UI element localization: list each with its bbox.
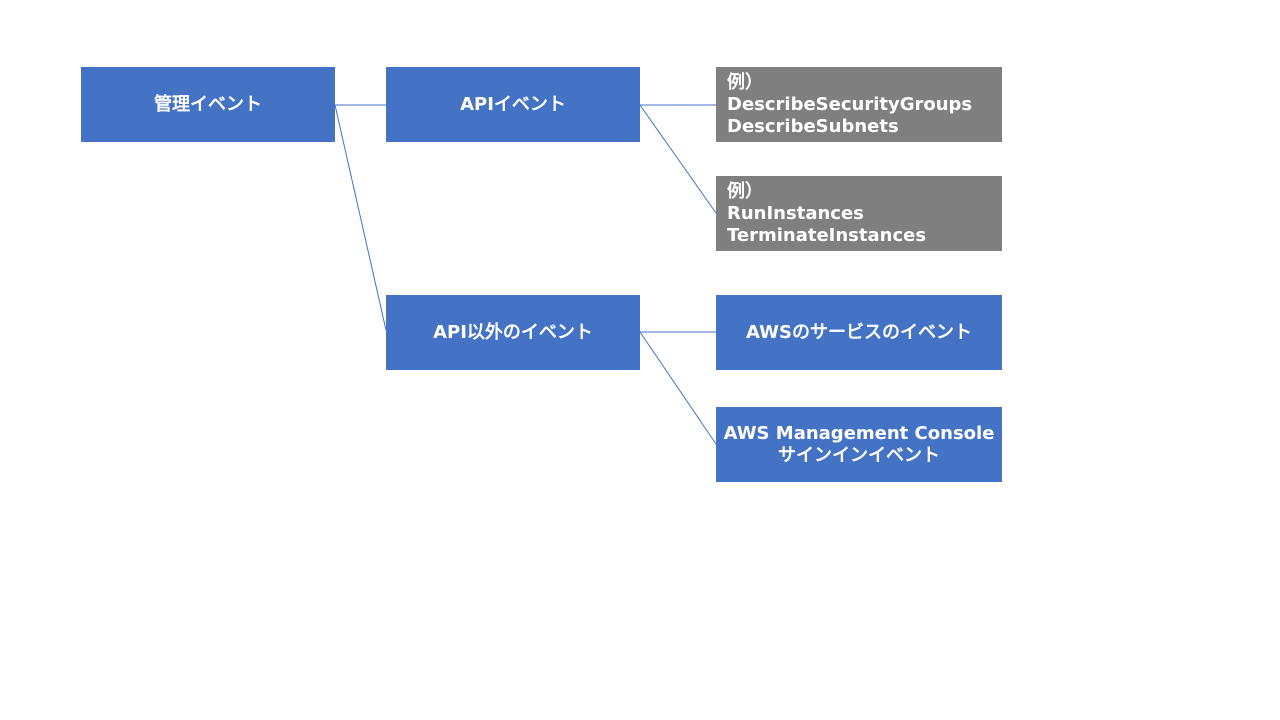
connector-root-to-nonapi: [334, 104, 387, 331]
management-events-box: 管理イベント: [81, 67, 335, 142]
management-events-label: 管理イベント: [154, 93, 262, 115]
example-read-line-2: DescribeSubnets: [727, 115, 899, 137]
console-signin-line-1: AWS Management Console: [723, 422, 995, 444]
api-events-box: APIイベント: [386, 67, 640, 142]
example-read-events-box: 例） DescribeSecurityGroups DescribeSubnet…: [716, 67, 1002, 142]
aws-service-events-label: AWSのサービスのイベント: [746, 321, 972, 343]
console-signin-events-box: AWS Management Console サインインイベント: [716, 407, 1002, 482]
aws-service-events-box: AWSのサービスのイベント: [716, 295, 1002, 370]
api-events-label: APIイベント: [460, 93, 566, 115]
example-write-events-box: 例） RunInstances TerminateInstances: [716, 176, 1002, 251]
console-signin-line-2: サインインイベント: [778, 444, 940, 466]
example-write-line-1: RunInstances: [727, 202, 864, 224]
example-write-line-2: TerminateInstances: [727, 224, 927, 246]
example-read-line-1: DescribeSecurityGroups: [727, 93, 973, 115]
example-read-prefix: 例）: [727, 71, 763, 93]
connector-api-to-example-write: [639, 104, 717, 214]
connector-nonapi-to-console: [639, 331, 717, 445]
non-api-events-label: API以外のイベント: [433, 321, 593, 343]
non-api-events-box: API以外のイベント: [386, 295, 640, 370]
example-write-prefix: 例）: [727, 180, 763, 202]
